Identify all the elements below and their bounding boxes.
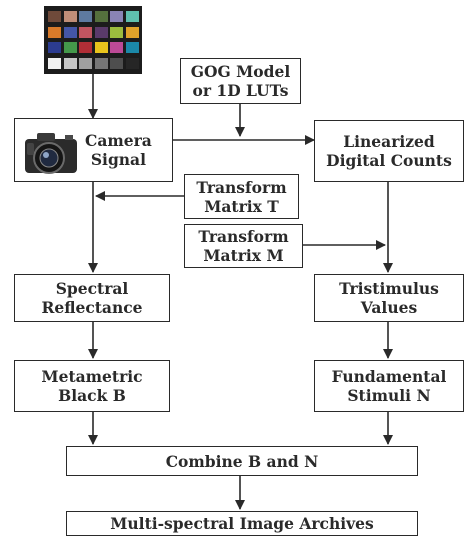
- color-swatch: [125, 42, 139, 53]
- color-swatch: [94, 57, 108, 69]
- color-swatch: [63, 26, 77, 38]
- camera-signal-label: Camera Signal: [85, 131, 152, 169]
- color-swatch: [94, 26, 108, 38]
- gog-model-box: GOG Model or 1D LUTs: [180, 58, 301, 104]
- combine-box: Combine B and N: [66, 446, 418, 476]
- color-swatch: [79, 11, 92, 22]
- transform-m-label: Transform Matrix M: [198, 227, 289, 265]
- color-swatch: [63, 42, 77, 53]
- transform-t-label: Transform Matrix T: [196, 177, 287, 216]
- color-swatch: [125, 11, 139, 22]
- color-swatch: [48, 11, 61, 22]
- tristimulus-values-box: Tristimulus Values: [314, 274, 464, 322]
- transform-matrix-t-box: Transform Matrix T: [184, 174, 299, 219]
- color-swatch: [79, 42, 92, 53]
- color-swatch: [94, 42, 108, 53]
- linearized-label: Linearized Digital Counts: [326, 132, 452, 170]
- color-swatch: [110, 11, 123, 22]
- camera-signal-box: Camera Signal: [14, 118, 173, 182]
- fundamental-stimuli-label: Fundamental Stimuli N: [331, 367, 447, 405]
- color-swatch: [79, 26, 92, 38]
- metametric-black-label: Metametric Black B: [41, 367, 143, 405]
- color-swatch: [63, 11, 77, 22]
- linearized-digital-counts-box: Linearized Digital Counts: [314, 120, 464, 182]
- combine-label: Combine B and N: [165, 451, 319, 471]
- color-swatch: [63, 57, 77, 69]
- tristimulus-label: Tristimulus Values: [339, 279, 439, 317]
- color-swatch: [110, 42, 123, 53]
- color-swatch: [48, 26, 61, 38]
- fundamental-stimuli-box: Fundamental Stimuli N: [314, 360, 464, 412]
- color-swatch: [79, 57, 92, 69]
- color-swatch: [125, 26, 139, 38]
- color-swatch: [110, 26, 123, 38]
- color-swatch: [125, 57, 139, 69]
- spectral-reflectance-label: Spectral Reflectance: [41, 279, 143, 317]
- spectral-reflectance-box: Spectral Reflectance: [14, 274, 170, 322]
- transform-matrix-m-box: Transform Matrix M: [184, 224, 303, 268]
- camera-icon: [25, 133, 77, 174]
- color-checker-chart: [44, 6, 142, 74]
- gog-model-label: GOG Model or 1D LUTs: [190, 62, 291, 100]
- color-swatch: [110, 57, 123, 69]
- metametric-black-box: Metametric Black B: [14, 360, 170, 412]
- archives-label: Multi-spectral Image Archives: [110, 514, 374, 533]
- color-swatch: [94, 11, 108, 22]
- archives-box: Multi-spectral Image Archives: [66, 511, 418, 536]
- color-swatch: [48, 42, 61, 53]
- color-swatch: [48, 57, 61, 69]
